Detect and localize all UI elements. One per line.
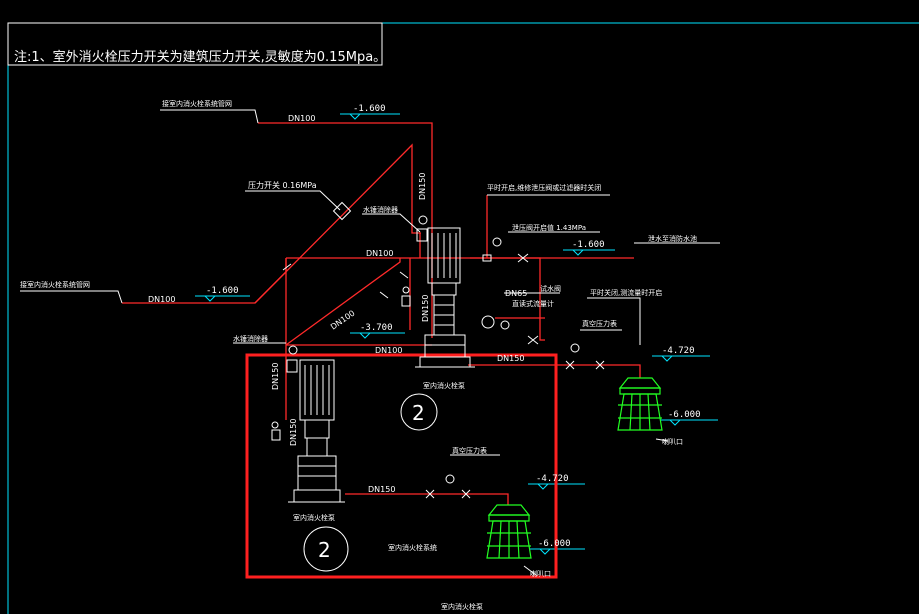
bell-tank-right — [617, 377, 663, 431]
elevation-labels: -1.600 -1.600 -1.600 -3.700 -4.720 -6.00… — [206, 104, 701, 549]
label-pump-bottom: 室内消火栓泵 — [293, 513, 335, 522]
elev-mid: -3.700 — [360, 323, 393, 333]
pipe-network — [122, 122, 641, 505]
elev-top: -1.600 — [353, 104, 386, 114]
fittings — [271, 201, 605, 499]
tag-pump-top: 2 — [412, 401, 425, 425]
label-dn65: DN65 — [505, 289, 527, 298]
pump-bottom — [288, 359, 349, 572]
dn-low: DN100 — [375, 346, 402, 355]
label-vacuum-gauge-bottom: 真空压力表 — [452, 446, 487, 455]
label-vacuum-gauge-right: 真空压力表 — [582, 319, 617, 328]
dn-diag: DN100 — [329, 309, 357, 332]
label-to-pool: 泄水至消防水池 — [648, 234, 697, 243]
label-to-indoor-top: 接室内消火栓系统管网 — [162, 99, 232, 108]
dn-v150-pump: DN150 — [421, 295, 430, 322]
elev-tank-bottom-low: -6.000 — [538, 539, 571, 549]
label-pressure-switch: 压力开关 0.16MPa — [248, 180, 317, 190]
dn-left: DN100 — [148, 295, 175, 304]
label-bottom-caption: 室内消火栓泵 — [441, 602, 483, 611]
dn-top: DN100 — [288, 114, 315, 123]
elevation-marks — [195, 113, 718, 555]
elev-tank-right: -4.720 — [662, 346, 695, 356]
dn-mid: DN100 — [366, 249, 393, 258]
elev-tank-bottom: -4.720 — [536, 474, 569, 484]
dn-labels: DN100 DN100 DN100 DN100 DN100 DN150 DN15… — [148, 114, 524, 494]
pump-top — [400, 227, 475, 431]
label-water-hammer-top: 水锤消除器 — [363, 205, 398, 214]
dn-v150-top: DN150 — [418, 173, 427, 200]
leaders — [20, 109, 720, 579]
label-flowmeter: 直读式流量计 — [512, 299, 554, 308]
dn-pump-left150b: DN150 — [289, 419, 298, 446]
label-bell-bottom: 喇叭口 — [530, 569, 551, 578]
elev-right: -1.600 — [572, 240, 605, 250]
bell-tank-bottom — [486, 504, 532, 559]
highlight-box — [245, 353, 558, 579]
elev-tank-right-low: -6.000 — [668, 410, 701, 420]
label-relief-valve: 泄压阀开启值 1.43MPa — [512, 223, 586, 232]
label-normally-open: 平时开启,维修泄压阀或过滤器时关闭 — [487, 183, 601, 192]
dn-right150: DN150 — [497, 354, 524, 363]
note-box — [7, 22, 383, 66]
tag-pump-bottom: 2 — [318, 538, 331, 562]
labels: 接室内消火栓系统管网 接室内消火栓系统管网 压力开关 0.16MPa 水锤消除器… — [20, 99, 697, 611]
label-pump-top: 室内消火栓泵 — [423, 381, 465, 390]
label-normally-closed: 平时关闭,测流量时开启 — [590, 288, 662, 297]
elev-left: -1.600 — [206, 286, 239, 296]
note-text: 注:1、室外消火栓压力开关为建筑压力开关,灵敏度为0.15Mpa。 — [14, 49, 386, 65]
label-water-hammer-bottom: 水锤消除器 — [233, 334, 268, 343]
label-bell-right: 喇叭口 — [662, 437, 683, 446]
label-test-valve: 试水阀 — [540, 284, 561, 293]
dn-bot150: DN150 — [368, 485, 395, 494]
label-to-indoor-left: 接室内消火栓系统管网 — [20, 280, 90, 289]
label-system-name: 室内消火栓系统 — [388, 543, 437, 552]
dn-pump-left150: DN150 — [271, 363, 280, 390]
